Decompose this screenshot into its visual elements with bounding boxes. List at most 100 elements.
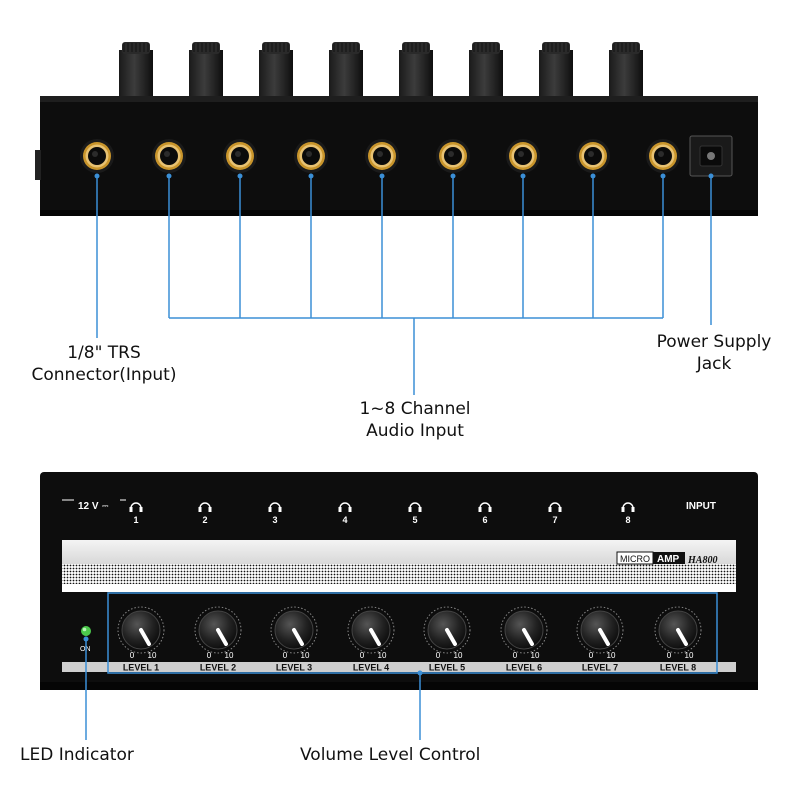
- callout-dot: [590, 173, 596, 179]
- channel-number: 4: [342, 515, 347, 525]
- trs-connector-label: 1/8" TRS Connector(Input): [31, 343, 177, 385]
- knob-scale-max: 10: [607, 651, 616, 660]
- headphones-icon: [408, 502, 422, 512]
- knob-scale-min: 0: [283, 651, 288, 660]
- front-callout-lines: [85, 592, 718, 740]
- top-knob: [329, 42, 363, 96]
- headphones-icon: [621, 502, 635, 512]
- knob-scale-min: 0: [360, 651, 365, 660]
- channel-number: 2: [202, 515, 207, 525]
- volume-knob[interactable]: [500, 606, 548, 654]
- model-number: HA800: [687, 555, 717, 566]
- rear-view: [35, 42, 758, 395]
- knob-scale-max: 10: [378, 651, 387, 660]
- top-knob: [539, 42, 573, 96]
- led-callout-dot: [83, 636, 89, 642]
- headphones-icon: [478, 502, 492, 512]
- knob-scale-min: 0: [130, 651, 135, 660]
- audio-jack: [576, 139, 610, 173]
- level-label: LEVEL 2: [200, 663, 236, 673]
- audio-jack: [152, 139, 186, 173]
- volume-control-label: Volume Level Control: [300, 745, 481, 765]
- channel-number: 3: [272, 515, 277, 525]
- volume-knob[interactable]: [654, 606, 702, 654]
- knob-scale-min: 0: [667, 651, 672, 660]
- channel-input-label: 1~8 Channel Audio Input: [359, 399, 471, 441]
- headphones-icon: [268, 502, 282, 512]
- volume-callout-dot: [417, 670, 423, 676]
- callout-dot: [237, 173, 243, 179]
- level-label: LEVEL 3: [276, 663, 312, 673]
- callout-dot: [379, 173, 385, 179]
- top-knob: [189, 42, 223, 96]
- callout-dot: [450, 173, 456, 179]
- callout-dot: [520, 173, 526, 179]
- channel-number: 5: [412, 515, 417, 525]
- volume-knob[interactable]: [576, 606, 624, 654]
- led-indicator-label: LED Indicator: [20, 745, 134, 765]
- level-label: LEVEL 5: [429, 663, 465, 673]
- callout-dot: [660, 173, 666, 179]
- knob-scale-max: 10: [148, 651, 157, 660]
- channel-number: 7: [552, 515, 557, 525]
- volume-knob[interactable]: [270, 606, 318, 654]
- audio-jack: [294, 139, 328, 173]
- dot-pattern-band: [62, 564, 736, 584]
- knob-scale-min: 0: [513, 651, 518, 660]
- level-label: LEVEL 8: [660, 663, 696, 673]
- channel-number: 8: [625, 515, 630, 525]
- callout-dot: [166, 173, 172, 179]
- level-label: LEVEL 7: [582, 663, 618, 673]
- top-knob: [609, 42, 643, 96]
- volume-knob[interactable]: [117, 606, 165, 654]
- level-label: LEVEL 4: [353, 663, 389, 673]
- audio-jack: [506, 139, 540, 173]
- top-knob: [259, 42, 293, 96]
- svg-text:AMP: AMP: [657, 554, 680, 565]
- level-label-bar: [62, 662, 736, 672]
- input-label: INPUT: [686, 501, 716, 512]
- audio-jack: [646, 139, 680, 173]
- top-knob: [119, 42, 153, 96]
- level-label: LEVEL 1: [123, 663, 159, 673]
- svg-text:MICRO: MICRO: [620, 554, 650, 564]
- knob-scale-min: 0: [207, 651, 212, 660]
- knob-scale-min: 0: [589, 651, 594, 660]
- callout-dot: [708, 173, 714, 179]
- audio-jack: [223, 139, 257, 173]
- volume-knob[interactable]: [423, 606, 471, 654]
- audio-jack: [80, 139, 114, 173]
- knob-scale-max: 10: [454, 651, 463, 660]
- level-label: LEVEL 6: [506, 663, 542, 673]
- audio-jack: [365, 139, 399, 173]
- rear-jack-row: [80, 139, 680, 173]
- channel-number: 1: [133, 515, 138, 525]
- knob-scale-max: 10: [301, 651, 310, 660]
- knob-scale-max: 10: [531, 651, 540, 660]
- knob-scale-max: 10: [685, 651, 694, 660]
- voltage-label: 12 V: [78, 501, 99, 512]
- channel-number: 6: [482, 515, 487, 525]
- top-knob: [399, 42, 433, 96]
- brand-logo: MICRO AMP HA800: [616, 551, 717, 566]
- top-knob-row: [119, 42, 643, 96]
- knob-scale-max: 10: [225, 651, 234, 660]
- volume-knob[interactable]: [194, 606, 242, 654]
- top-knob: [469, 42, 503, 96]
- headphones-icon: [129, 502, 143, 512]
- power-supply-jack: [689, 135, 733, 177]
- channel-label-row: 1 2 3 4 5 6 7 8: [129, 502, 635, 525]
- audio-jack: [436, 139, 470, 173]
- volume-knob[interactable]: [347, 606, 395, 654]
- headphones-icon: [198, 502, 212, 512]
- headphones-icon: [338, 502, 352, 512]
- headphones-icon: [548, 502, 562, 512]
- rear-callout-lines: [96, 176, 712, 395]
- knob-scale-min: 0: [436, 651, 441, 660]
- power-supply-label: Power Supply Jack: [656, 332, 772, 374]
- voltage-dc-symbol: ⎓: [102, 501, 109, 510]
- callout-dot: [308, 173, 314, 179]
